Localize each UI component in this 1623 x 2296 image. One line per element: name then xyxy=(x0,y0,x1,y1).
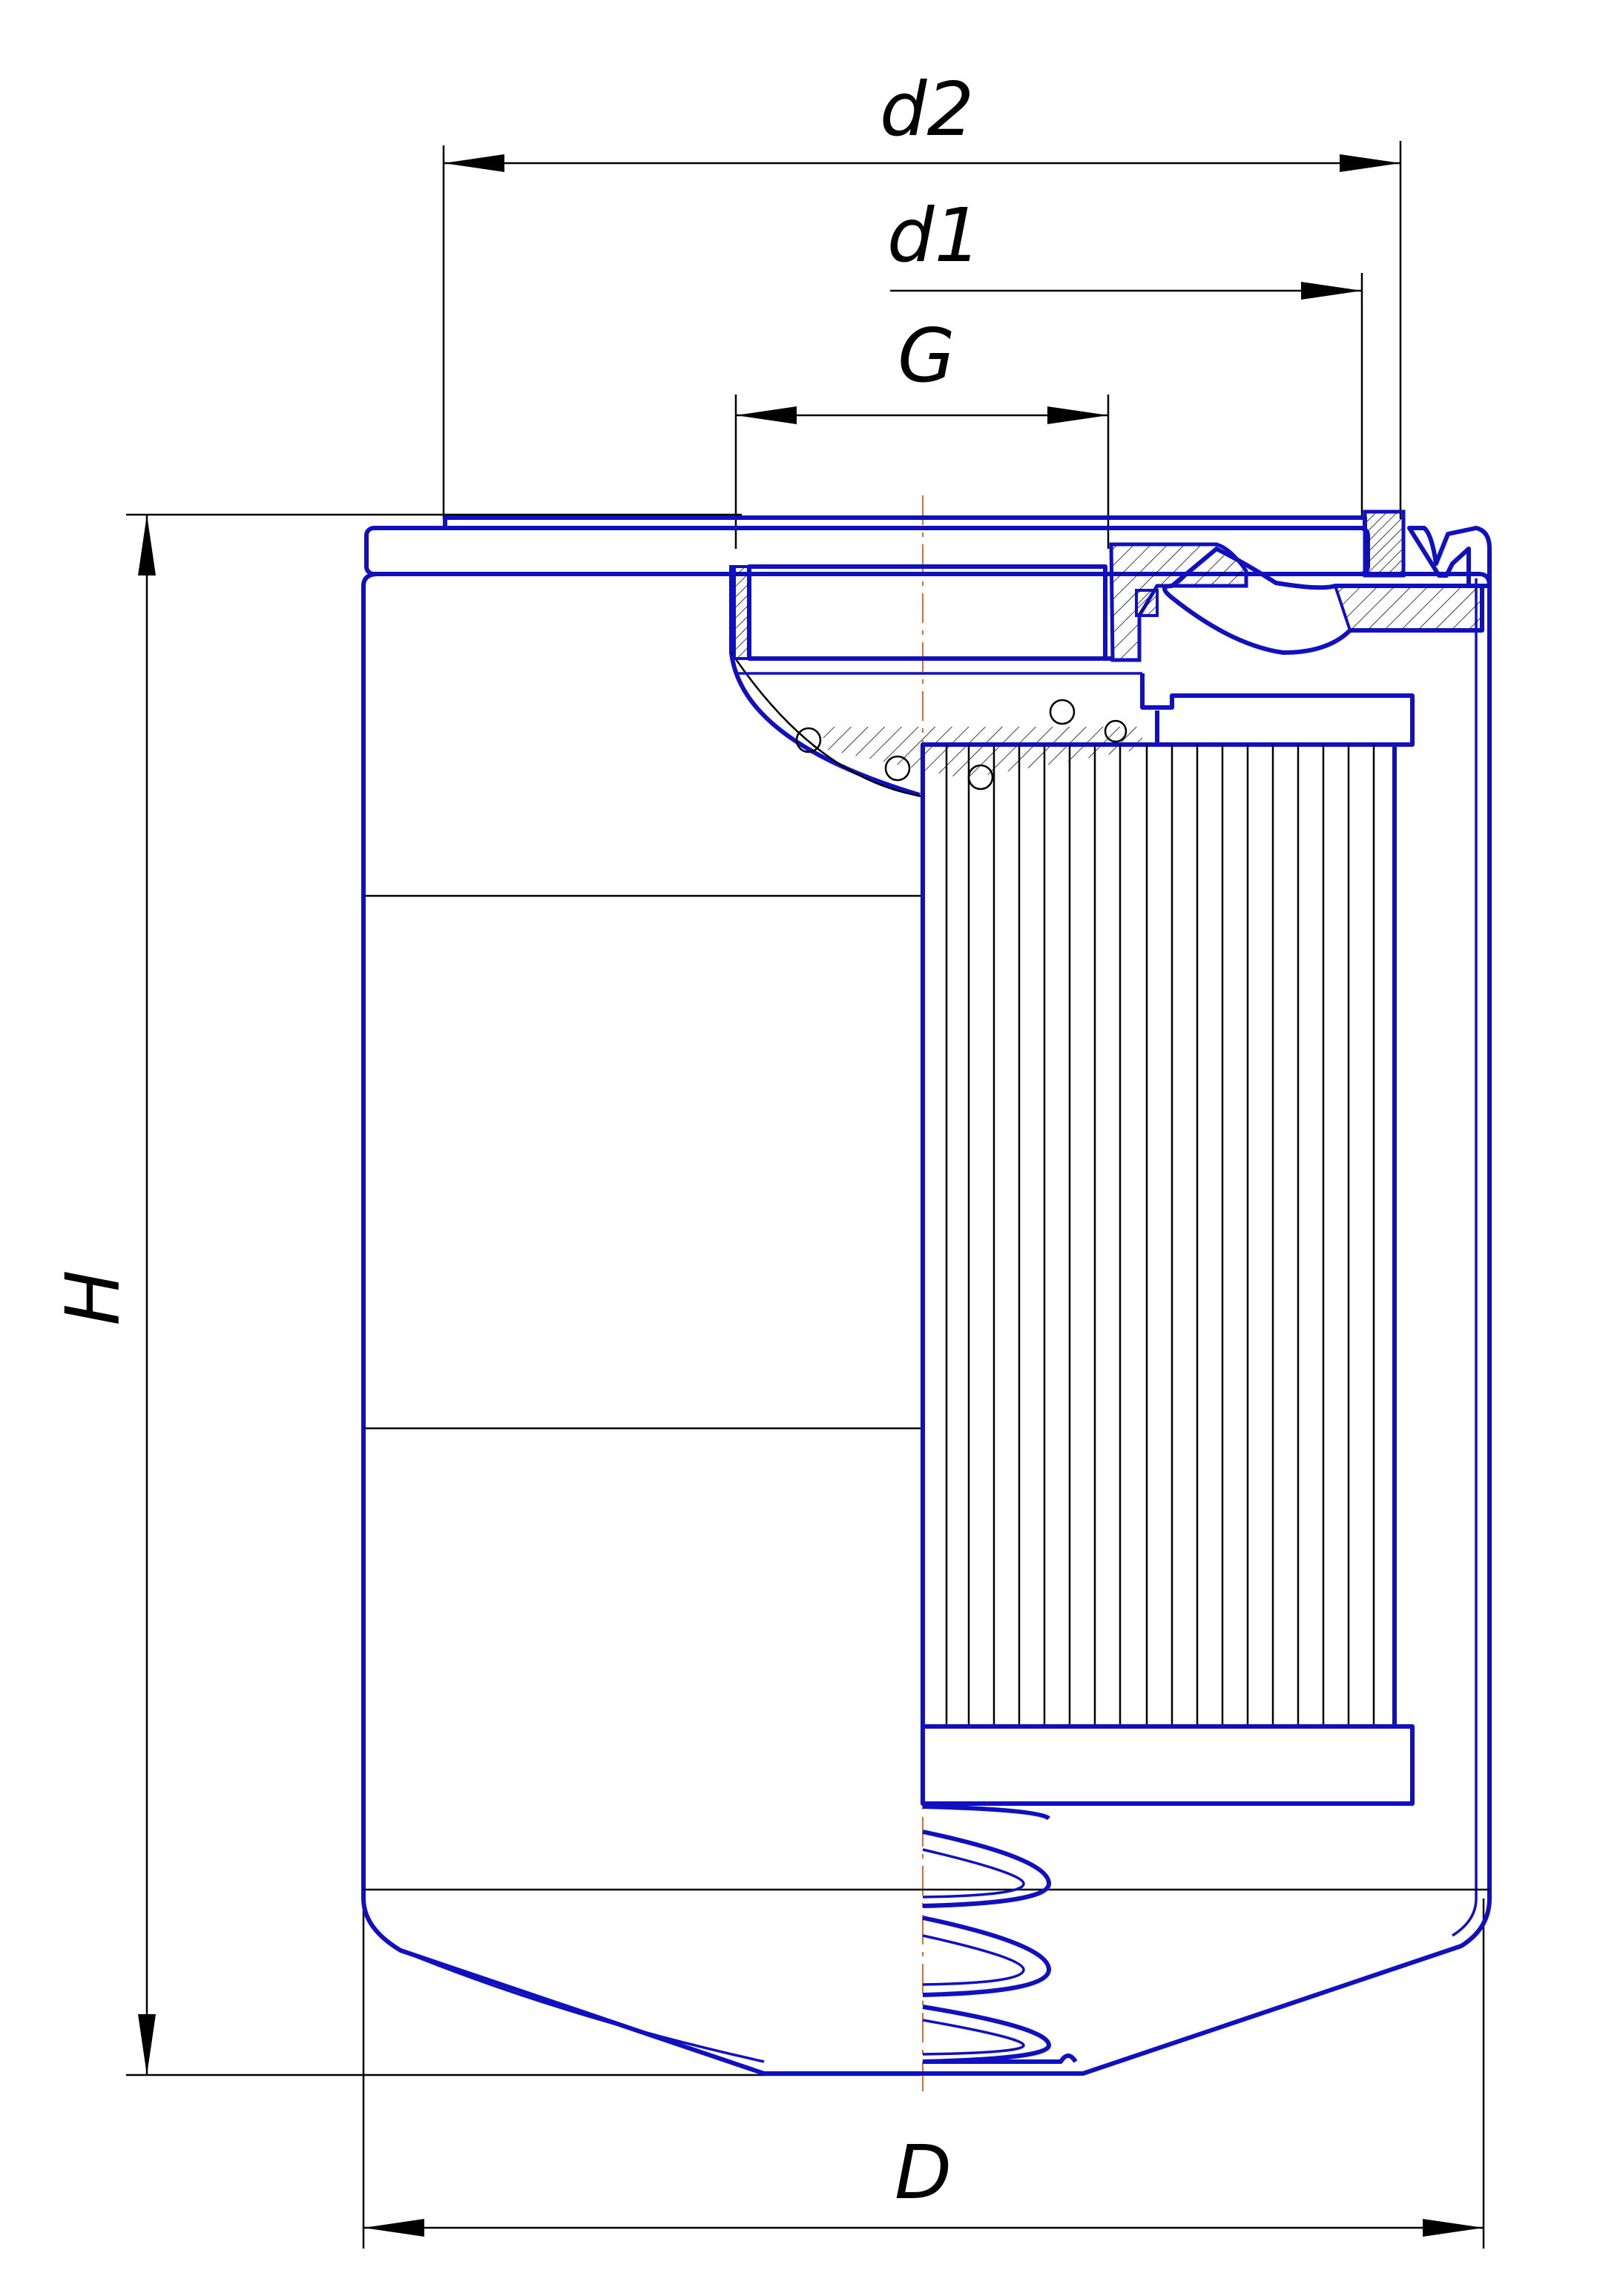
label-d: D xyxy=(895,2129,952,2216)
dimension-d xyxy=(362,1899,1485,2249)
pleated-filter-element xyxy=(921,742,1415,1806)
dimension-g xyxy=(734,395,1110,549)
label-d2: d2 xyxy=(880,66,975,153)
label-g: G xyxy=(898,312,955,399)
top-section-cutaway xyxy=(729,509,1492,798)
bottom-spring xyxy=(922,1804,1078,2064)
label-h: H xyxy=(49,1270,136,1326)
dimension-d1 xyxy=(890,273,1363,519)
dimension-d2 xyxy=(442,141,1402,519)
label-d1: d1 xyxy=(887,192,982,279)
